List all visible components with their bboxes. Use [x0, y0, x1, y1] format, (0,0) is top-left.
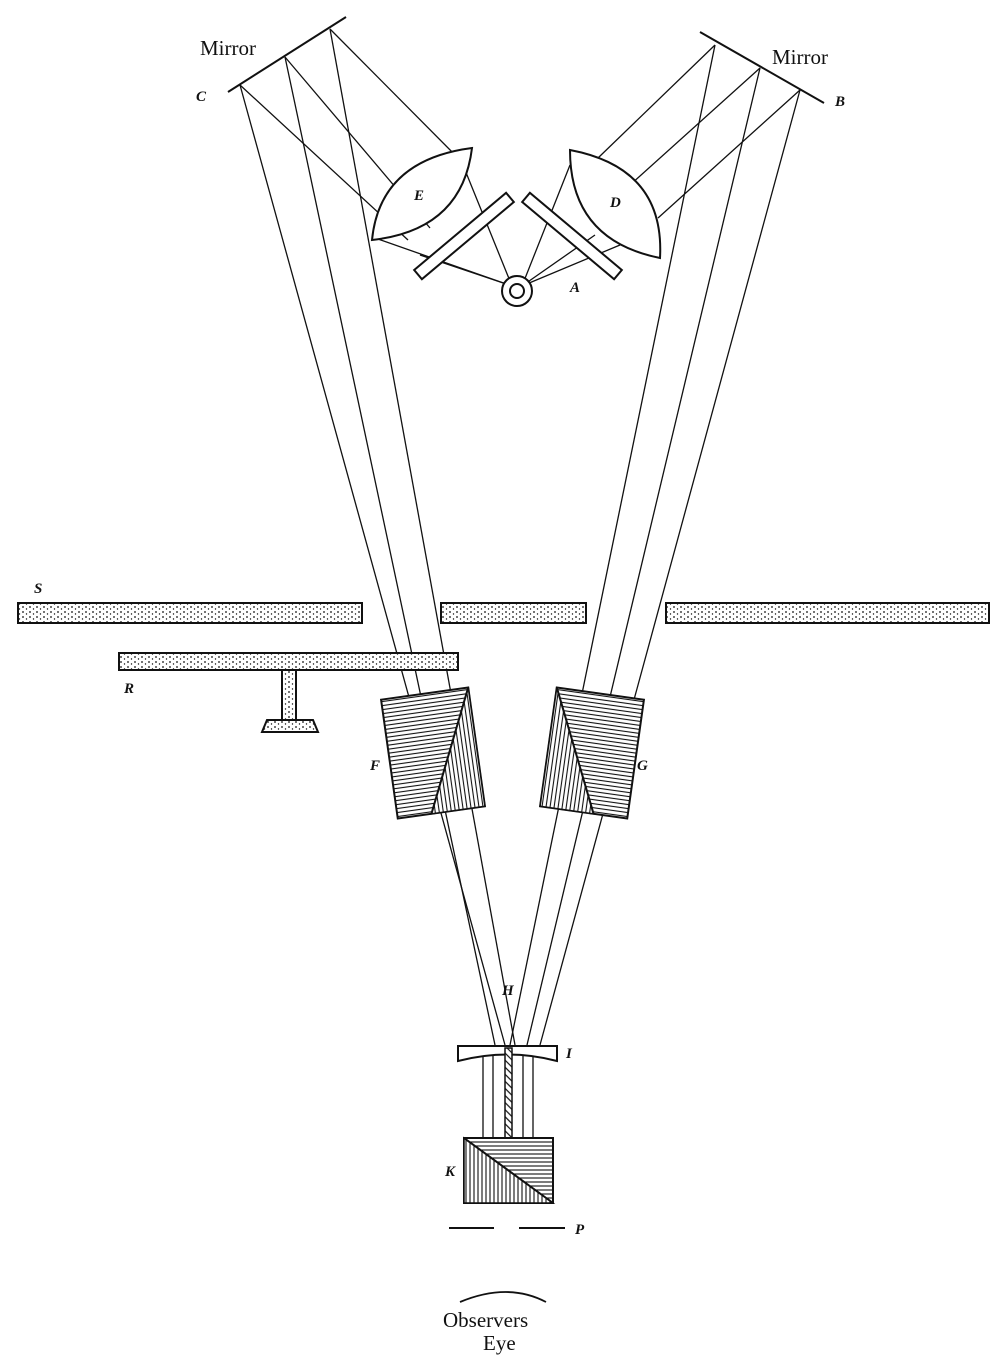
label-mirror-left: Mirror	[200, 36, 256, 60]
filter-plate-left	[412, 191, 516, 281]
prism-g	[538, 686, 646, 820]
mirror-c-surface	[227, 16, 347, 93]
label-g: G	[637, 758, 648, 774]
light-source-a-inner	[509, 283, 525, 299]
lens-d	[568, 148, 662, 260]
label-p: P	[575, 1222, 585, 1238]
label-mirror-right: Mirror	[772, 45, 828, 69]
central-divider	[504, 1047, 513, 1139]
left-beam-rays	[239, 28, 516, 1046]
label-observers: Observers	[443, 1308, 528, 1332]
right-beam-rays	[509, 44, 801, 1046]
label-f: F	[369, 758, 380, 774]
label-h: H	[501, 983, 515, 999]
label-r: R	[123, 681, 134, 697]
prism-cube-k	[463, 1136, 556, 1204]
prism-f	[379, 686, 487, 820]
label-i: I	[565, 1046, 573, 1062]
screen-s-left	[17, 602, 363, 624]
eyepiece-rays	[482, 1056, 534, 1138]
slide-r	[118, 652, 459, 671]
label-a: A	[569, 280, 580, 296]
slide-r-stem	[281, 669, 297, 721]
label-e: E	[413, 188, 424, 204]
label-c: C	[196, 89, 207, 105]
mirror-b-surface	[699, 31, 825, 104]
observer-eye-arc	[459, 1291, 547, 1303]
screen-s-right	[665, 602, 990, 624]
screen-s-middle	[440, 602, 587, 624]
label-eye: Eye	[483, 1331, 516, 1355]
label-d: D	[609, 195, 621, 211]
lens-e	[370, 146, 474, 242]
label-s: S	[34, 581, 42, 597]
filter-plate-right	[520, 191, 624, 281]
right-upper-rays	[521, 44, 801, 287]
label-b: B	[834, 94, 845, 110]
slide-r-foot	[260, 719, 320, 733]
label-k: K	[444, 1164, 456, 1180]
